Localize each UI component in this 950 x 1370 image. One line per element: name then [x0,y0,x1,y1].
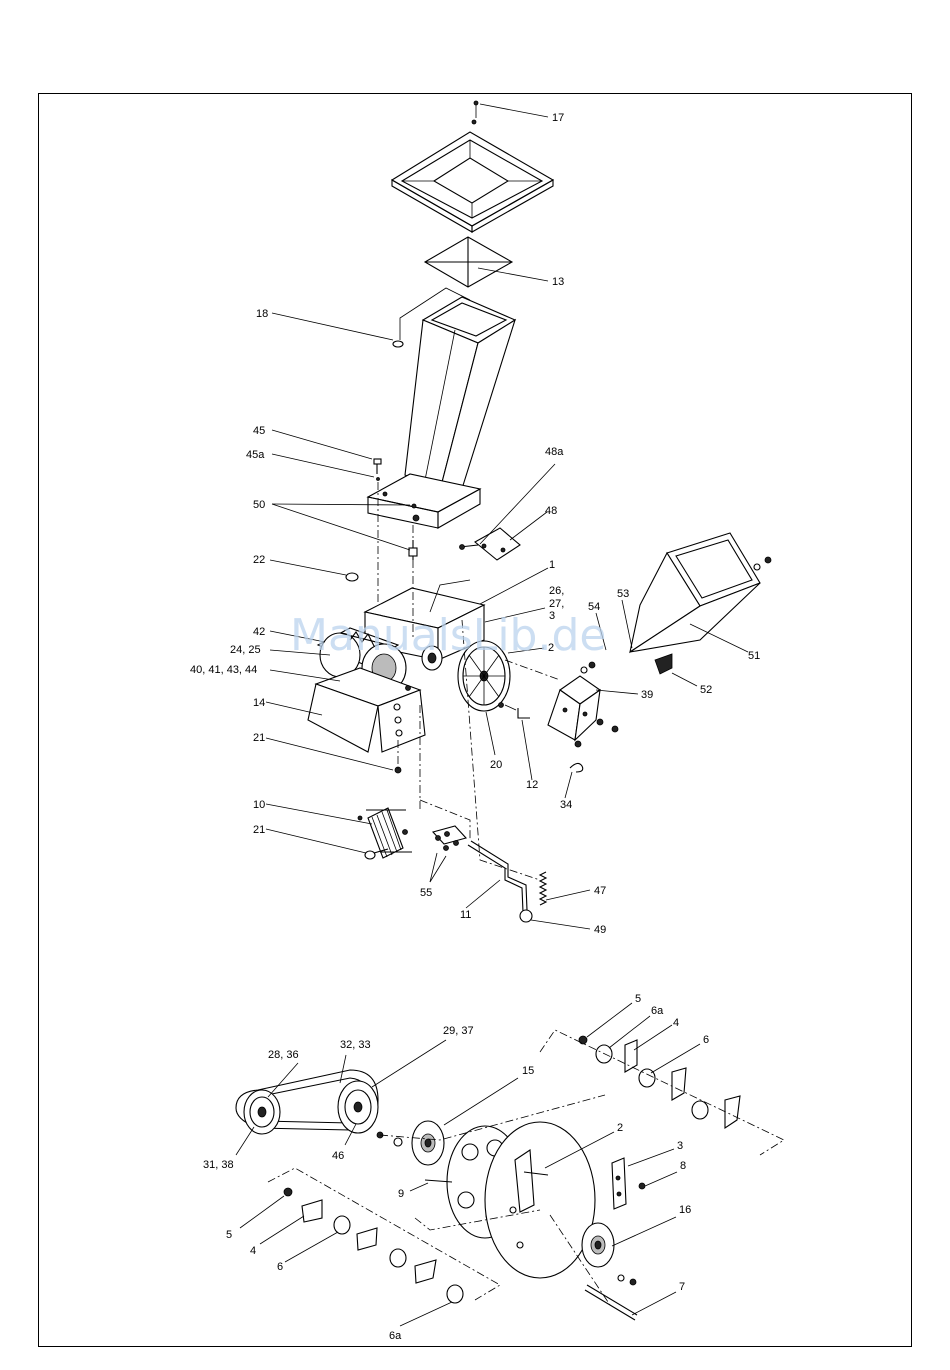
label-34: 34 [560,799,572,811]
label-7: 7 [679,1281,685,1293]
clip-12 [499,703,531,719]
label-45a: 45a [246,449,265,461]
knob-22 [346,573,358,581]
bracket-39 [548,676,618,747]
label-15: 15 [522,1065,534,1077]
label-53: 53 [617,588,629,600]
spring-47 [540,872,546,905]
label-1: 1 [549,559,555,571]
label-45: 45 [253,425,265,437]
label-4-upper: 4 [673,1017,679,1029]
label-48a: 48a [545,446,564,458]
label-3-bottom: 3 [677,1140,683,1152]
label-21-upper: 21 [253,732,265,744]
label-26: 26, [549,585,564,597]
label-17: 17 [552,112,564,124]
rotor-disc-main [485,1122,595,1278]
label-10: 10 [253,799,265,811]
watermark: ManualsLib.de [290,610,606,661]
bracket-55 [433,826,466,851]
label-22: 22 [253,554,265,566]
label-21-lower: 21 [253,824,265,836]
hopper-funnel [392,132,553,232]
label-49: 49 [594,924,606,936]
blade-set-upper [579,1036,740,1128]
nut-7b [630,1279,636,1285]
label-50: 50 [253,499,265,511]
washer-7a [618,1275,624,1281]
label-51: 51 [748,650,760,662]
label-31-38: 31, 38 [203,1159,234,1171]
label-18: 18 [256,308,268,320]
label-6a-lower: 6a [389,1330,402,1342]
label-55: 55 [420,887,432,899]
flange-15 [412,1121,444,1165]
discharge-chute-14 [308,668,425,752]
feed-chute-tube [368,297,515,528]
label-11: 11 [460,909,471,921]
label-27: 27, [549,598,564,610]
label-24-25: 24, 25 [230,644,261,656]
label-14: 14 [253,697,265,709]
label-6-upper: 6 [703,1034,709,1046]
label-40-41-43-44: 40, 41, 43, 44 [190,664,257,676]
handle-11 [468,841,532,922]
label-52: 52 [700,684,712,696]
label-28-36: 28, 36 [268,1049,299,1061]
flange-16 [582,1223,614,1267]
label-47: 47 [594,885,606,897]
spring-clip-34 [570,763,583,772]
bracket-48 [460,528,521,560]
label-6a-upper: 6a [651,1005,664,1017]
pulley-28 [244,1090,280,1134]
label-48: 48 [545,505,557,517]
bolt-50 [409,525,417,560]
label-12: 12 [526,779,538,791]
screw-17 [472,101,478,124]
label-9: 9 [398,1188,404,1200]
pulley-29 [338,1081,378,1133]
grill-10 [358,808,412,858]
label-42: 42 [253,626,265,638]
label-16: 16 [679,1204,691,1216]
side-hopper-51 [630,533,760,674]
shaft-7 [585,1285,637,1320]
label-13: 13 [552,276,564,288]
label-8: 8 [680,1160,686,1172]
label-32-33: 32, 33 [340,1039,371,1051]
label-5-upper: 5 [635,993,641,1005]
label-20: 20 [490,759,502,771]
label-39: 39 [641,689,653,701]
label-6-lower: 6 [277,1261,283,1273]
label-46: 46 [332,1150,344,1162]
label-5-lower: 5 [226,1229,232,1241]
label-4-lower: 4 [250,1245,256,1257]
washer-46b [394,1138,402,1146]
deflector-plate-13 [425,237,512,287]
label-2-bottom: 2 [617,1122,623,1134]
label-29-37: 29, 37 [443,1025,474,1037]
blade-set-lower [284,1188,463,1303]
